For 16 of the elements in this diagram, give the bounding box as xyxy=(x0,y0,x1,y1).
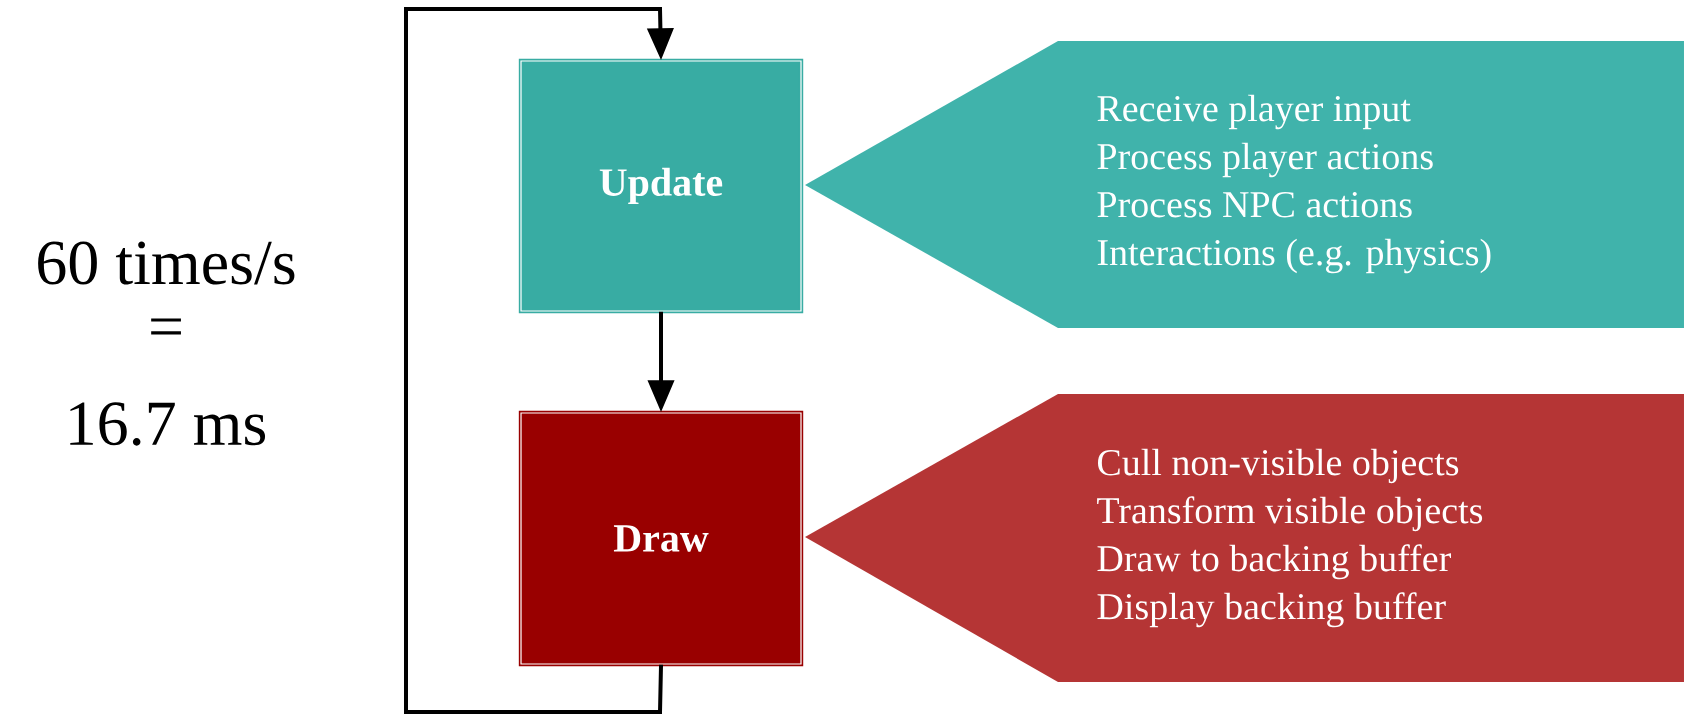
process-box: Draw xyxy=(518,410,804,667)
callout-shape xyxy=(805,394,1684,682)
process-box: Update xyxy=(518,58,804,314)
list-item: Interactions (e.g. physics) xyxy=(1097,238,1491,274)
side-note: 60 times/s xyxy=(38,241,295,285)
callout-shape xyxy=(805,41,1684,328)
list-item: Cull non-visible objects xyxy=(1098,448,1459,484)
list-item: Display backing buffer xyxy=(1097,592,1446,628)
side-note: 16.7 ms xyxy=(70,402,266,446)
list-item: Process player actions xyxy=(1097,142,1433,178)
list-item: Receive player input xyxy=(1097,94,1411,130)
list-item: Process NPC actions xyxy=(1097,191,1412,218)
arrow xyxy=(404,7,674,714)
list-item: Transform visible objects xyxy=(1097,496,1483,532)
side-note: = xyxy=(151,318,181,335)
list-item: Draw to backing buffer xyxy=(1097,544,1451,580)
